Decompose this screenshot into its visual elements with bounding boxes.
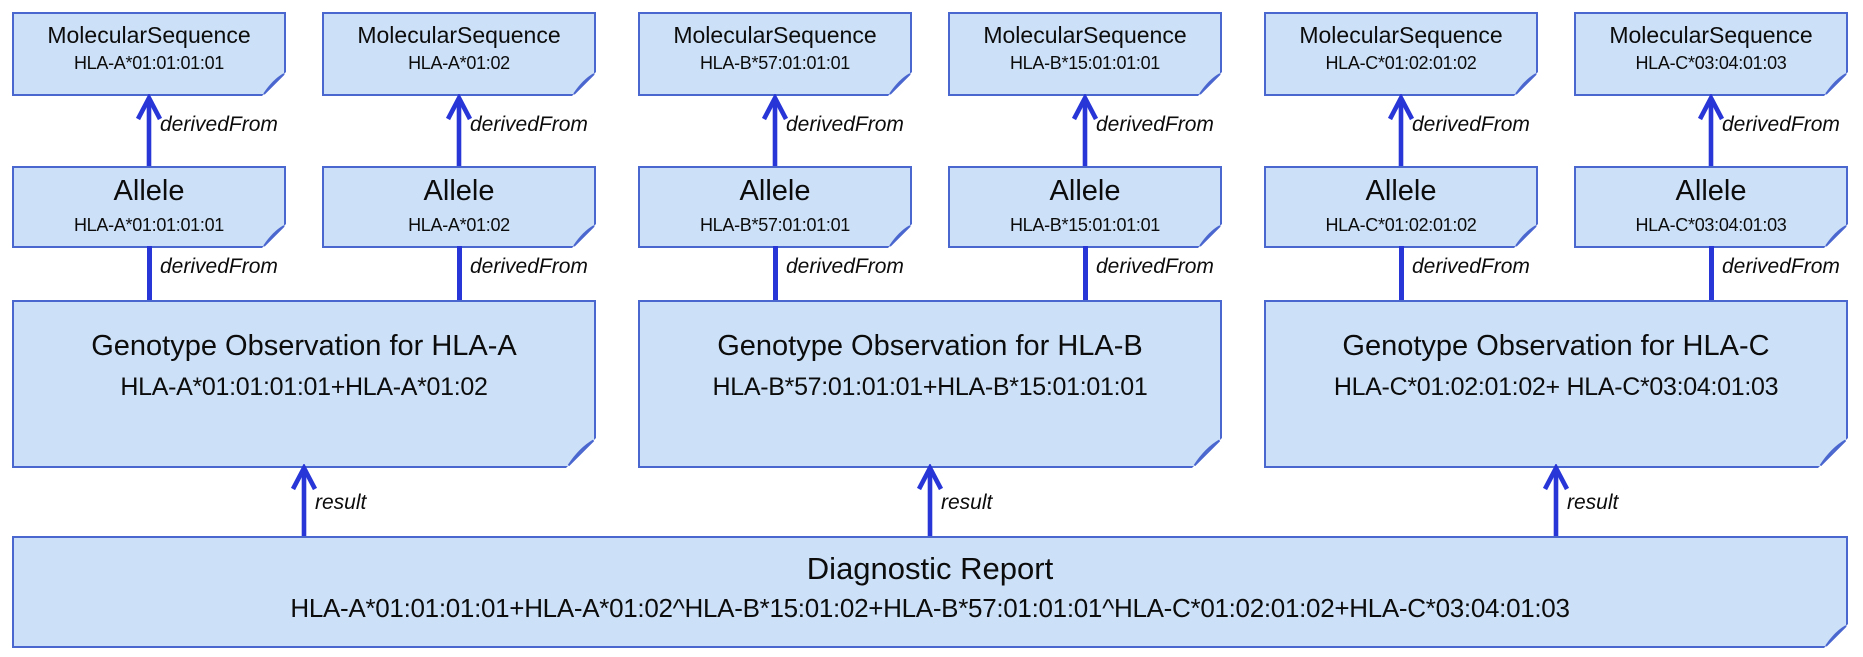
- box-title: Allele: [423, 175, 495, 207]
- box-title: Allele: [1675, 175, 1747, 207]
- molecular-sequence-box: MolecularSequence HLA-C*03:04:01:03: [1574, 12, 1848, 96]
- folded-corner-icon: [888, 72, 912, 96]
- folded-corner-icon: [1824, 72, 1848, 96]
- derived-from-label: derivedFrom: [1722, 255, 1840, 278]
- derived-from-label: derivedFrom: [1722, 113, 1840, 136]
- folded-corner-icon: [572, 224, 596, 248]
- derived-from-label: derivedFrom: [1412, 255, 1530, 278]
- genotype-observation-box: Genotype Observation for HLA-C HLA-C*01:…: [1264, 300, 1848, 468]
- derived-from-label: derivedFrom: [470, 113, 588, 136]
- derived-from-connector: [1709, 246, 1714, 300]
- molecular-sequence-box: MolecularSequence HLA-B*15:01:01:01: [948, 12, 1222, 96]
- box-title: Allele: [113, 175, 185, 207]
- derived-from-arrow: [1697, 94, 1725, 168]
- box-subtitle: HLA-C*01:02:01:02: [1325, 215, 1477, 235]
- box-title: Allele: [1365, 175, 1437, 207]
- allele-box: Allele HLA-C*03:04:01:03: [1574, 166, 1848, 248]
- folded-corner-icon: [572, 72, 596, 96]
- genotype-observation-box: Genotype Observation for HLA-B HLA-B*57:…: [638, 300, 1222, 468]
- box-subtitle: HLA-A*01:01:01:01: [73, 53, 224, 73]
- molecular-sequence-box: MolecularSequence HLA-A*01:02: [322, 12, 596, 96]
- box-subtitle: HLA-C*01:02:01:02+ HLA-C*03:04:01:03: [1333, 373, 1779, 401]
- result-arrow: [1542, 464, 1570, 538]
- box-subtitle: HLA-A*01:01:01:01: [73, 215, 224, 235]
- box-subtitle: HLA-B*57:01:01:01: [699, 215, 850, 235]
- box-subtitle: HLA-A*01:01:01:01+HLA-A*01:02^HLA-B*15:0…: [290, 593, 1570, 623]
- diagnostic-report-box: Diagnostic Report HLA-A*01:01:01:01+HLA-…: [12, 536, 1848, 648]
- derived-from-label: derivedFrom: [786, 113, 904, 136]
- derived-from-arrow: [1387, 94, 1415, 168]
- allele-box: Allele HLA-B*15:01:01:01: [948, 166, 1222, 248]
- folded-corner-icon: [1818, 438, 1848, 468]
- box-title: Allele: [739, 175, 811, 207]
- result-arrow: [290, 464, 318, 538]
- folded-corner-icon: [262, 224, 286, 248]
- folded-corner-icon: [888, 224, 912, 248]
- box-subtitle: HLA-A*01:01:01:01+HLA-A*01:02: [120, 373, 488, 401]
- result-label: result: [941, 491, 993, 514]
- box-title: Genotype Observation for HLA-A: [91, 330, 517, 362]
- folded-corner-icon: [262, 72, 286, 96]
- box-subtitle: HLA-A*01:02: [408, 53, 510, 73]
- folded-corner-icon: [566, 438, 596, 468]
- box-title: MolecularSequence: [1299, 22, 1503, 48]
- folded-corner-icon: [1198, 224, 1222, 248]
- box-subtitle: HLA-C*03:04:01:03: [1635, 53, 1787, 73]
- box-title: MolecularSequence: [983, 22, 1187, 48]
- box-subtitle: HLA-B*57:01:01:01+HLA-B*15:01:01:01: [712, 373, 1148, 401]
- derived-from-connector: [1399, 246, 1404, 300]
- derived-from-label: derivedFrom: [1412, 113, 1530, 136]
- box-title: MolecularSequence: [1609, 22, 1813, 48]
- derived-from-arrow: [761, 94, 789, 168]
- box-title: MolecularSequence: [47, 22, 251, 48]
- box-subtitle: HLA-A*01:02: [408, 215, 510, 235]
- folded-corner-icon: [1514, 224, 1538, 248]
- molecular-sequence-box: MolecularSequence HLA-C*01:02:01:02: [1264, 12, 1538, 96]
- derived-from-label: derivedFrom: [160, 255, 278, 278]
- genotype-observation-box: Genotype Observation for HLA-A HLA-A*01:…: [12, 300, 596, 468]
- folded-corner-icon: [1824, 224, 1848, 248]
- folded-corner-icon: [1514, 72, 1538, 96]
- box-title: MolecularSequence: [357, 22, 561, 48]
- allele-box: Allele HLA-A*01:02: [322, 166, 596, 248]
- box-title: Allele: [1049, 175, 1121, 207]
- allele-box: Allele HLA-C*01:02:01:02: [1264, 166, 1538, 248]
- box-subtitle: HLA-C*03:04:01:03: [1635, 215, 1787, 235]
- box-subtitle: HLA-B*57:01:01:01: [699, 53, 850, 73]
- box-subtitle: HLA-B*15:01:01:01: [1009, 215, 1160, 235]
- result-label: result: [315, 491, 367, 514]
- allele-box: Allele HLA-A*01:01:01:01: [12, 166, 286, 248]
- folded-corner-icon: [1824, 624, 1848, 648]
- derived-from-connector: [1083, 246, 1088, 300]
- result-label: result: [1567, 491, 1619, 514]
- derived-from-connector: [773, 246, 778, 300]
- derived-from-arrow: [1071, 94, 1099, 168]
- molecular-sequence-box: MolecularSequence HLA-A*01:01:01:01: [12, 12, 286, 96]
- result-arrow: [916, 464, 944, 538]
- derived-from-connector: [457, 246, 462, 300]
- box-title: Genotype Observation for HLA-B: [717, 330, 1143, 362]
- derived-from-label: derivedFrom: [786, 255, 904, 278]
- derived-from-label: derivedFrom: [1096, 255, 1214, 278]
- derived-from-label: derivedFrom: [160, 113, 278, 136]
- allele-box: Allele HLA-B*57:01:01:01: [638, 166, 912, 248]
- derived-from-arrow: [135, 94, 163, 168]
- folded-corner-icon: [1198, 72, 1222, 96]
- derived-from-label: derivedFrom: [1096, 113, 1214, 136]
- box-subtitle: HLA-B*15:01:01:01: [1009, 53, 1160, 73]
- box-subtitle: HLA-C*01:02:01:02: [1325, 53, 1477, 73]
- box-title: Diagnostic Report: [806, 551, 1054, 586]
- molecular-sequence-box: MolecularSequence HLA-B*57:01:01:01: [638, 12, 912, 96]
- folded-corner-icon: [1192, 438, 1222, 468]
- derived-from-label: derivedFrom: [470, 255, 588, 278]
- box-title: Genotype Observation for HLA-C: [1342, 330, 1770, 362]
- derived-from-arrow: [445, 94, 473, 168]
- derived-from-connector: [147, 246, 152, 300]
- box-title: MolecularSequence: [673, 22, 877, 48]
